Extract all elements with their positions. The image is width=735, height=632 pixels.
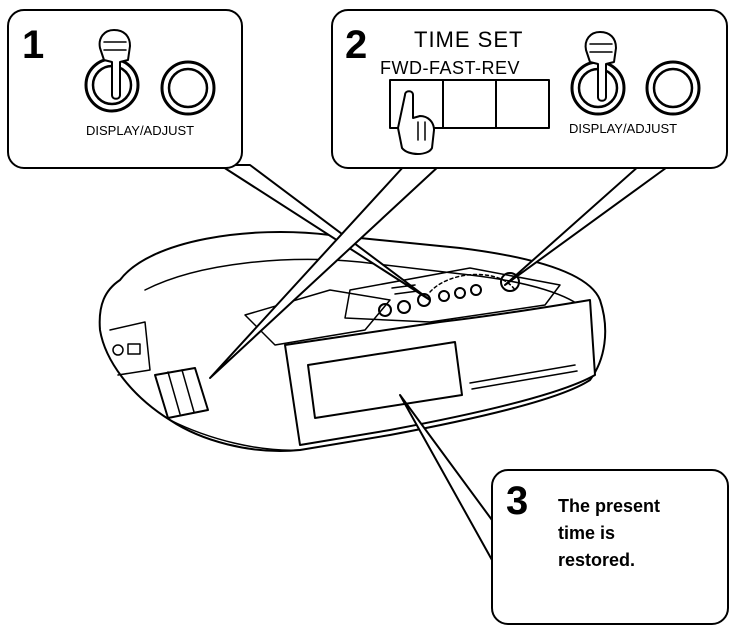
time-set-title: TIME SET bbox=[414, 27, 523, 52]
secondary-round-button[interactable] bbox=[645, 60, 701, 116]
fast-key[interactable] bbox=[442, 79, 497, 129]
step-3-message-line-1: The present bbox=[558, 496, 660, 516]
clock-radio-device bbox=[98, 231, 607, 452]
step-2-button-label: DISPLAY/ADJUST bbox=[569, 121, 677, 136]
step-2-callout: 2 TIME SET FWD-FAST-REV DISPLAY/ADJUST bbox=[331, 9, 728, 169]
pointing-hand-icon bbox=[98, 29, 131, 100]
callout-pointers bbox=[209, 164, 671, 561]
step-3-callout: 3 The present time is restored. bbox=[491, 469, 729, 625]
step-2-number: 2 bbox=[345, 23, 367, 67]
step-3-message-line-2: time is bbox=[558, 523, 615, 543]
step-1-number: 1 bbox=[22, 23, 44, 67]
step-3-message-line-3: restored. bbox=[558, 550, 635, 570]
step-1-button-label: DISPLAY/ADJUST bbox=[86, 123, 194, 138]
rev-key[interactable] bbox=[495, 79, 550, 129]
step-3-number: 3 bbox=[506, 479, 528, 523]
secondary-round-button[interactable] bbox=[160, 60, 216, 116]
pointing-hand-icon bbox=[584, 31, 617, 102]
pointing-hand-icon bbox=[397, 90, 435, 155]
time-set-subtitle: FWD-FAST-REV bbox=[380, 58, 520, 78]
step-1-callout: 1 DISPLAY/ADJUST bbox=[7, 9, 243, 169]
